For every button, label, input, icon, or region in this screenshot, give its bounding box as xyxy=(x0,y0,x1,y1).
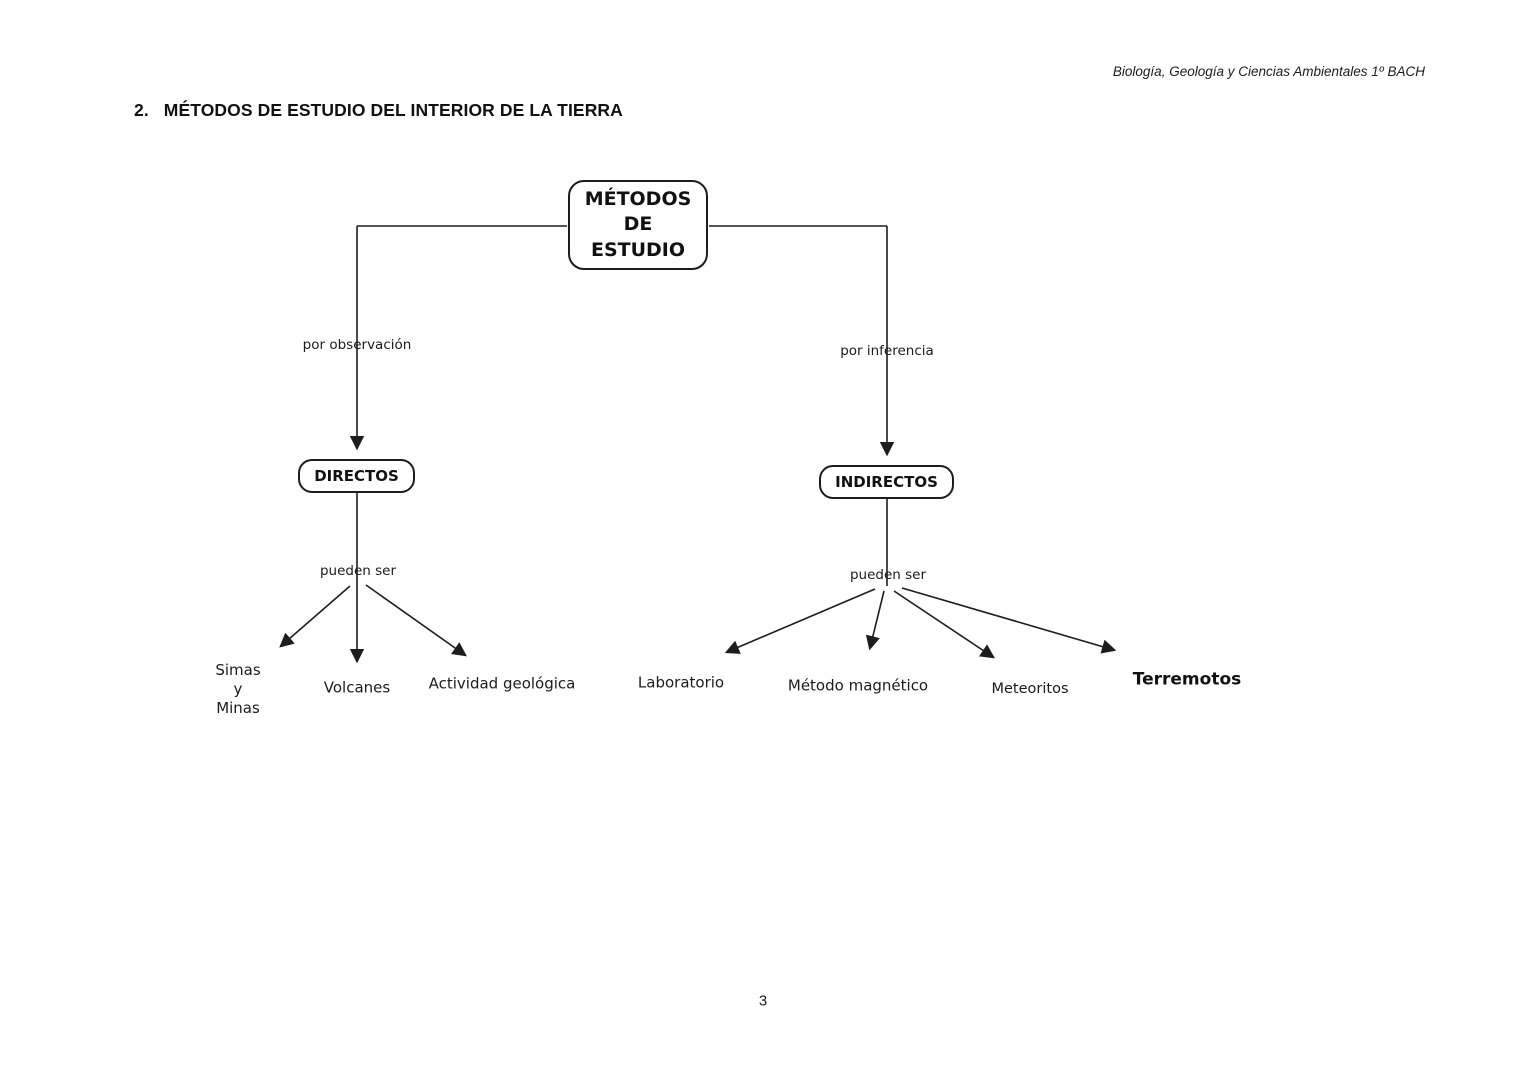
edge-root-to-directos xyxy=(349,225,567,451)
edge-indirectos-to-metodo-magnetico xyxy=(865,590,885,651)
leaf-laboratorio: Laboratorio xyxy=(637,673,725,692)
edge-label-pueden-ser-right: pueden ser xyxy=(849,567,927,583)
root-node-metodos-de-estudio: MÉTODOS DE ESTUDIO xyxy=(568,180,708,270)
leaf-actividad-geologica: Actividad geológica xyxy=(428,674,576,693)
section-heading-number: 2. xyxy=(134,100,149,120)
edge-indirectos-to-terremotos xyxy=(901,587,1117,654)
section-heading-text: MÉTODOS DE ESTUDIO DEL INTERIOR DE LA TI… xyxy=(163,100,623,120)
leaf-meteoritos: Meteoritos xyxy=(991,680,1069,697)
page-number: 3 xyxy=(758,992,768,1010)
edge-root-to-indirectos xyxy=(709,225,895,457)
node-indirectos: INDIRECTOS xyxy=(819,465,954,499)
leaf-metodo-magnetico: Método magnético xyxy=(787,676,929,695)
leaf-terremotos: Terremotos xyxy=(1132,669,1242,690)
edge-label-pueden-ser-left: pueden ser xyxy=(319,563,397,579)
edge-directos-to-simas xyxy=(279,585,351,648)
running-header: Biología, Geología y Ciencias Ambientale… xyxy=(1112,64,1425,79)
edge-indirectos-to-meteoritos xyxy=(893,590,995,659)
edge-label-por-observacion: por observación xyxy=(302,337,412,353)
leaf-volcanes: Volcanes xyxy=(323,678,391,697)
edge-label-por-inferencia: por inferencia xyxy=(840,343,934,359)
leaf-simas-y-minas: Simas y Minas xyxy=(215,660,261,717)
edge-directos-to-actividad xyxy=(365,584,467,657)
node-directos: DIRECTOS xyxy=(298,459,415,493)
section-heading: 2. MÉTODOS DE ESTUDIO DEL INTERIOR DE LA… xyxy=(134,100,623,121)
edge-indirectos-to-laboratorio xyxy=(724,588,876,654)
